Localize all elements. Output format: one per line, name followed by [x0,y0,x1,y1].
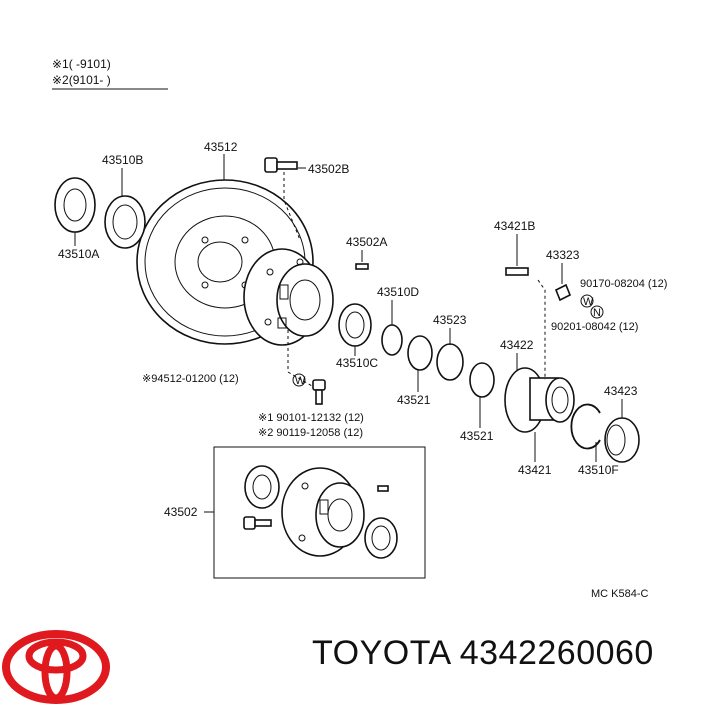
label-43421: 43421 [518,463,552,477]
bearing-43510c [338,303,372,347]
subassembly-bolt [243,516,272,530]
subassembly-hub [281,467,365,557]
label-94512: ※94512-01200 (12) [142,373,239,385]
cone-washer-43323 [554,283,572,302]
dash-43502B [283,172,301,241]
hub-stud-43502a [355,263,369,270]
brand-name: TOYOTA [312,634,450,672]
label-43512: 43512 [204,140,238,154]
snap-ring-43510f [570,403,601,450]
nut-n-symbol: N [593,307,601,319]
subassembly-seal [244,465,280,509]
lock-nut-43521-a [407,335,433,371]
label-43502: 43502 [164,505,198,519]
label-43502B: 43502B [308,162,349,176]
label-43521-b: 43521 [460,429,494,443]
label-43523: 43523 [433,313,467,327]
label-43521-a: 43521 [397,393,431,407]
washer-94512-icon [292,373,306,387]
label-90119: ※2 90119-12058 (12) [258,427,363,439]
axle-hub [243,248,334,346]
part-number: 4342260060 [459,634,654,672]
label-43510A: 43510A [58,247,99,261]
diagram-code: MC K584-C [591,588,649,600]
lock-nut-43521-b [469,362,495,398]
drive-flange-43421 [504,367,575,433]
legend-line-1: ※1( -9101) [52,57,111,71]
snap-ring-43510d [381,324,403,356]
label-43323: 43323 [546,248,580,262]
nut-n-icon [590,305,604,319]
bearing-43510b [104,195,146,249]
bolt-90101 [312,379,326,405]
label-43510D: 43510D [377,285,419,299]
flange-stud-43421b [505,267,529,276]
label-43421B: 43421B [494,219,535,233]
legend-line-2: ※2(9101- ) [52,73,111,87]
label-43422: 43422 [500,338,534,352]
washer-w-symbol: W [583,296,594,308]
label-43423: 43423 [604,384,638,398]
dash-flange [537,279,546,380]
washer-w-icon [580,294,594,308]
label-90101: ※1 90101-12132 (12) [258,412,364,424]
subassembly-bearing [364,517,398,559]
hub-bolt-43502b [264,157,298,173]
label-43510F: 43510F [578,463,619,477]
subassembly-stud [377,485,389,492]
dash-bolt [287,330,313,387]
label-43510B: 43510B [102,153,143,167]
hub-cap-43423 [604,417,640,463]
label-43502A: 43502A [346,235,387,249]
brand-part-line: TOYOTA 4342260060 [312,634,654,673]
washer-94512-symbol: W [295,375,306,387]
lock-washer-43523 [436,343,464,381]
label-43510C: 43510C [336,356,378,370]
oil-seal-43510a [54,177,96,233]
label-90170: 90170-08204 (12) [580,278,667,290]
label-90201: 90201-08042 (12) [551,321,638,333]
toyota-logo-icon [2,630,110,704]
